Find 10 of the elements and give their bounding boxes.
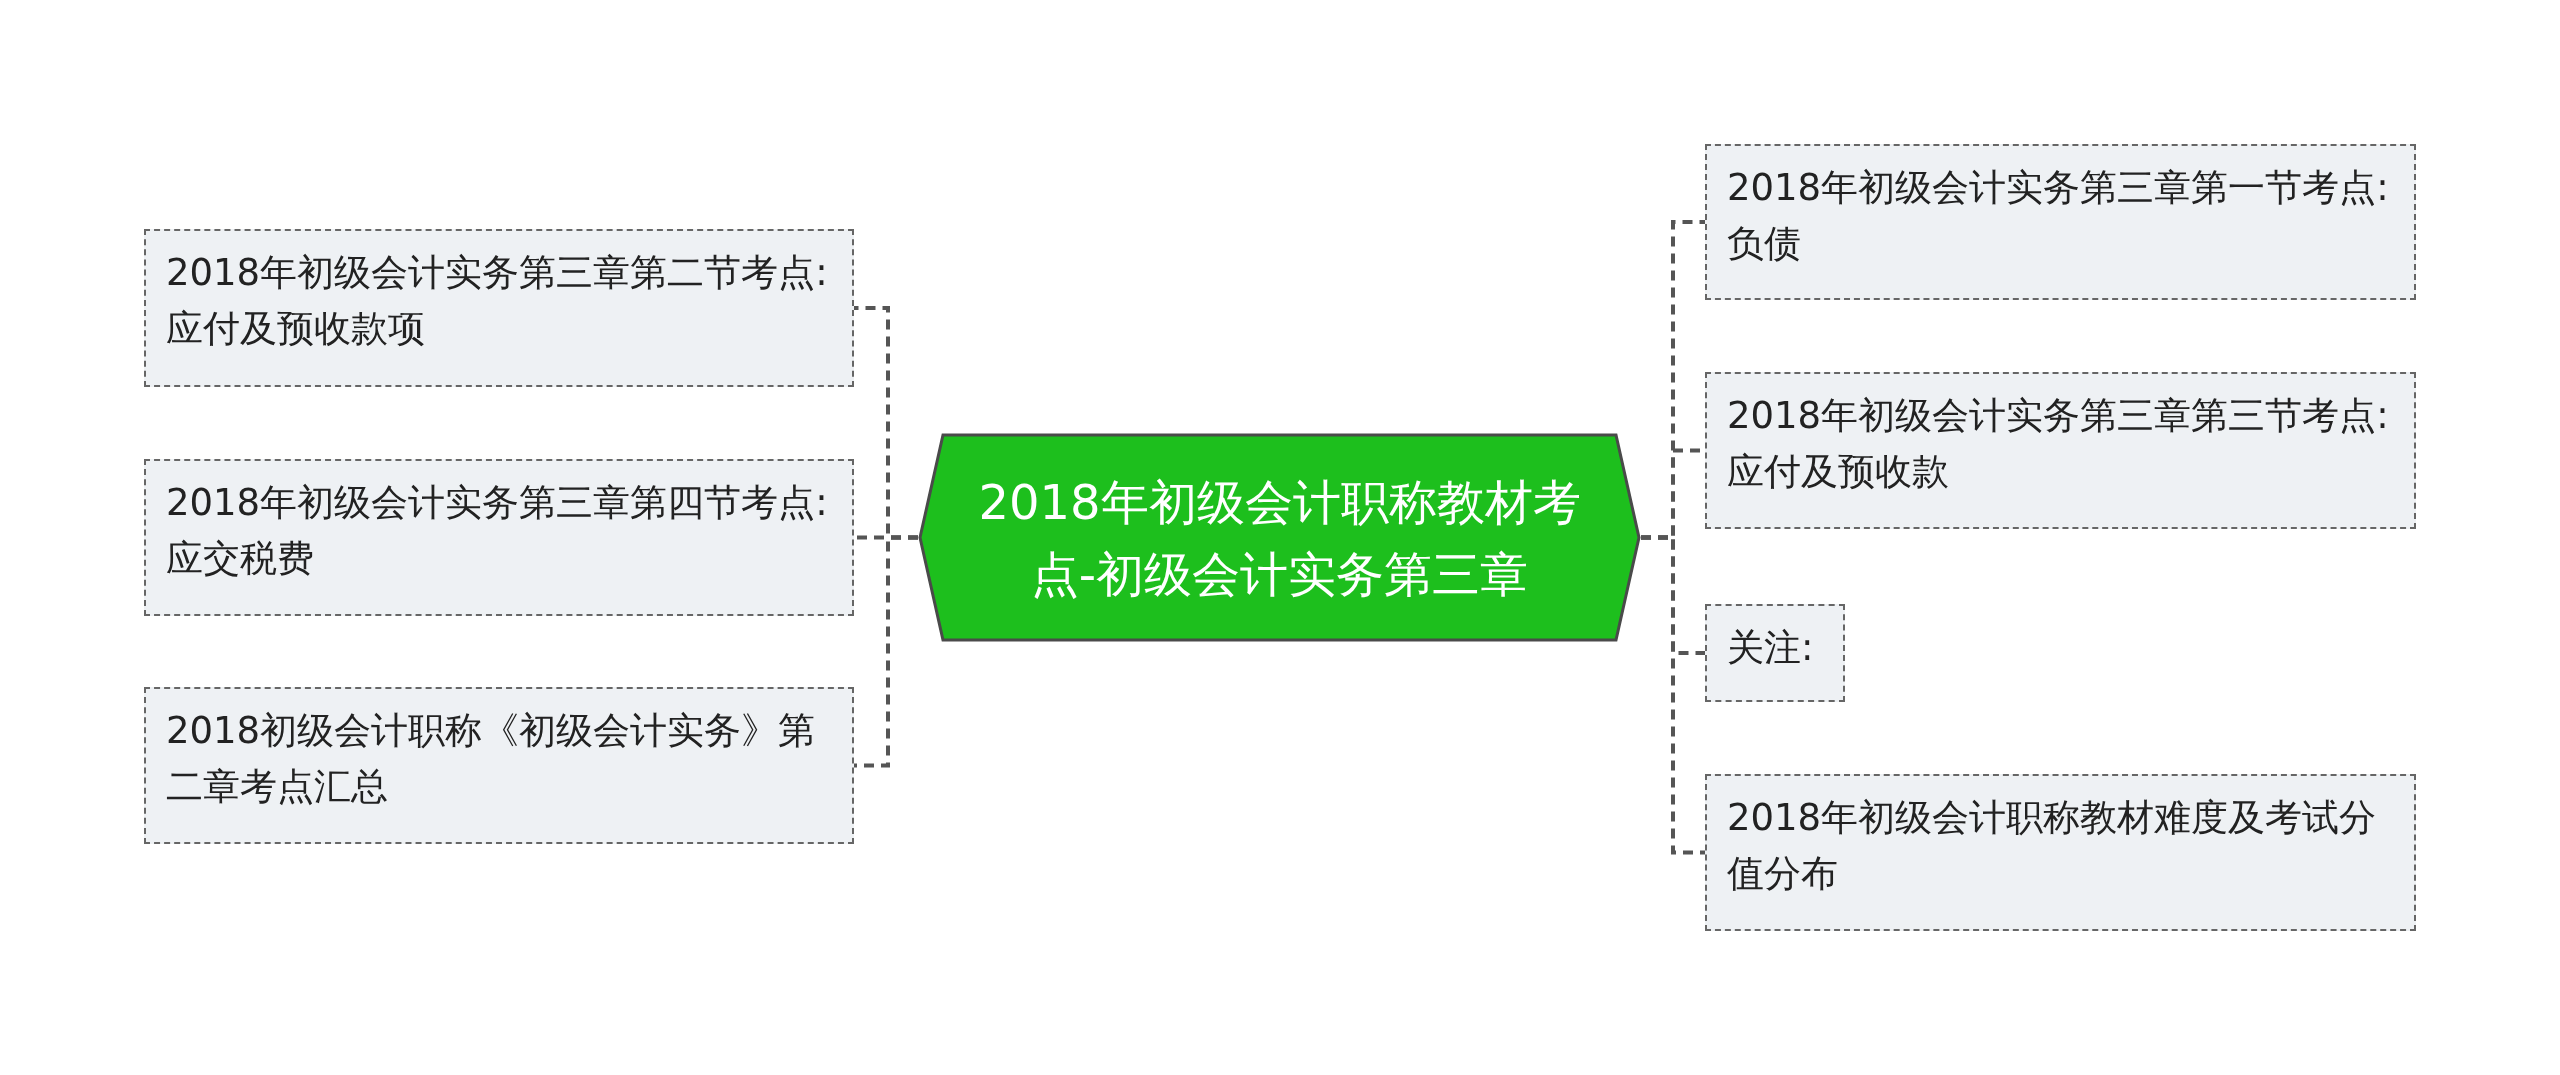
- topic-box: 2018年初级会计实务第三章第二节考点:应付及预收款项: [144, 229, 854, 387]
- connector: [854, 535, 918, 768]
- topic-box: 2018年初级会计职称教材难度及考试分值分布: [1705, 774, 2416, 931]
- hexagon-node: 2018年初级会计职称教材考点-初级会计实务第三章: [918, 433, 1641, 642]
- topic-box: 2018年初级会计实务第三章第三节考点:应付及预收款: [1705, 372, 2416, 529]
- topic-box: 2018年初级会计实务第三章第一节考点:负债: [1705, 144, 2416, 300]
- topic-box: 2018年初级会计实务第三章第四节考点:应交税费: [144, 459, 854, 616]
- connector: [1641, 535, 1705, 855]
- topic-box: 关注:: [1705, 604, 1845, 702]
- topic-box: 2018初级会计职称《初级会计实务》第二章考点汇总: [144, 687, 854, 844]
